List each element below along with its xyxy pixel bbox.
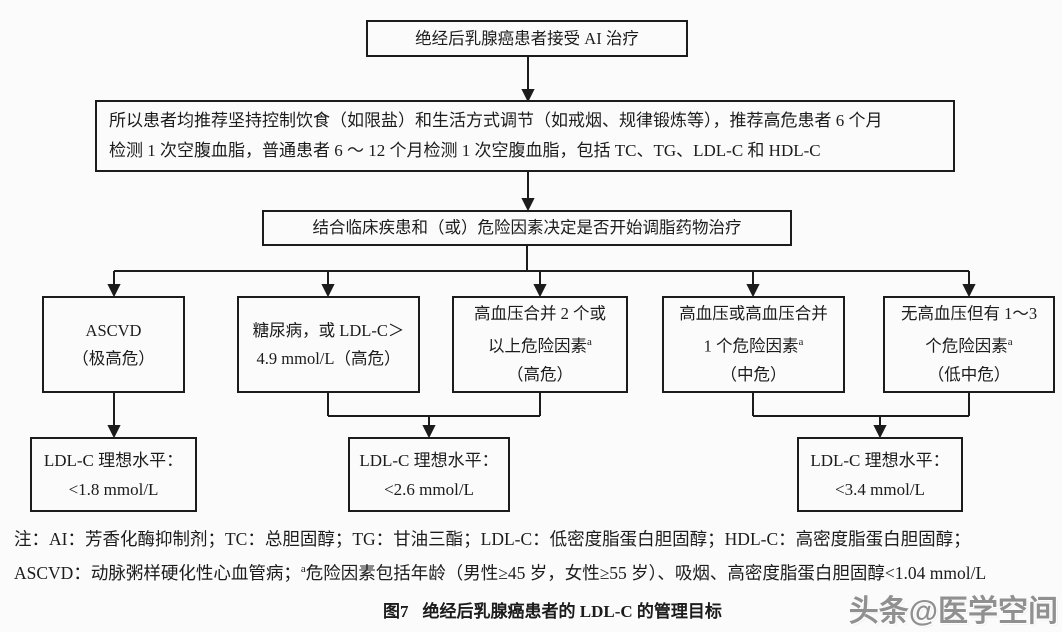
node-text-line3: （中危）	[720, 364, 787, 384]
node-text-line2: 4.9 mmol/L（高危）	[256, 348, 401, 368]
node-text-line2: 个危险因素a	[925, 328, 1012, 361]
node-text-line1: LDL-C 理想水平：	[810, 450, 950, 470]
node-text-line2-main: 1 个危险因素	[703, 336, 799, 356]
node-ai-treatment: 绝经后乳腺癌患者接受 AI 治疗	[366, 20, 688, 57]
node-text: 绝经后乳腺癌患者接受 AI 治疗	[415, 28, 639, 48]
figure-caption: 图7 绝经后乳腺癌患者的 LDL-C 的管理目标	[383, 597, 722, 622]
node-risk-ascvd: ASCVD （极高危）	[42, 296, 185, 393]
watermark: 头条@医学空间	[848, 595, 1058, 628]
arrow-ascvd-to-target	[107, 393, 121, 439]
footnote-marker: a	[1007, 336, 1013, 349]
node-decision: 结合临床疾患和（或）危险因素决定是否开始调脂药物治疗	[262, 210, 792, 246]
note-line2-pre: ASCVD：动脉粥样硬化性心血管病；	[14, 562, 301, 583]
caption-label: 图7	[383, 602, 409, 621]
node-text-line2-main: 以上危险因素	[488, 336, 588, 356]
node-target-2-6: LDL-C 理想水平： <2.6 mmol/L	[348, 437, 510, 512]
arrow-top-to-recommend	[521, 57, 535, 103]
node-text-line2: <3.4 mmol/L	[835, 479, 925, 499]
node-text-line2: <1.8 mmol/L	[68, 479, 159, 499]
node-text-line2: 1 个危险因素a	[704, 328, 804, 361]
node-risk-diabetes: 糖尿病，或 LDL-C＞ 4.9 mmol/L（高危）	[237, 296, 420, 393]
node-lifestyle-recommendation: 所以患者均推荐坚持控制饮食（如限盐）和生活方式调节（如戒烟、规律锻炼等），推荐高…	[95, 100, 955, 172]
node-risk-no-hypertension: 无高血压但有 1～3 个危险因素a （低中危）	[883, 296, 1055, 393]
node-text: 结合临床疾患和（或）危险因素决定是否开始调脂药物治疗	[312, 218, 742, 237]
node-text-line1: 糖尿病，或 LDL-C＞	[252, 320, 405, 340]
node-text-line2: 以上危险因素a	[488, 328, 592, 361]
footnote-marker: a	[798, 336, 804, 349]
branch-decision-to-risk	[107, 246, 976, 298]
node-text-line2: 检测 1 次空腹血脂，普通患者 6 ～ 12 个月检测 1 次空腹血脂，包括 T…	[109, 141, 821, 160]
merge-to-target-2-6	[327, 393, 541, 439]
figure-note: 注：AI：芳香化酶抑制剂；TC：总胆固醇；TG：甘油三酯；LDL-C：低密度脂蛋…	[14, 524, 1058, 588]
node-text-line1: 所以患者均推荐坚持控制饮食（如限盐）和生活方式调节（如戒烟、规律锻炼等），推荐高…	[109, 111, 883, 130]
node-target-1-8: LDL-C 理想水平： <1.8 mmol/L	[30, 437, 197, 512]
node-text-line1: 高血压或高血压合并	[679, 304, 828, 324]
caption-text: 绝经后乳腺癌患者的 LDL-C 的管理目标	[422, 602, 722, 621]
note-line1: 注：AI：芳香化酶抑制剂；TC：总胆固醇；TG：甘油三酯；LDL-C：低密度脂蛋…	[14, 529, 971, 549]
arrow-recommend-to-decision	[521, 172, 535, 212]
node-text-line1: LDL-C 理想水平：	[43, 450, 184, 470]
note-line2-post: 危险因素包括年龄（男性≥45 岁，女性≥55 岁）、吸烟、高密度脂蛋白胆固醇<1…	[305, 562, 987, 583]
node-text-line2: （极高危）	[72, 348, 155, 368]
footnote-marker: a	[587, 336, 592, 349]
node-text-line3: （高危）	[507, 364, 573, 384]
node-text-line2: <2.6 mmol/L	[384, 479, 474, 499]
node-risk-hypertension-2plus: 高血压合并 2 个或 以上危险因素a （高危）	[452, 296, 628, 393]
node-text-line3: （低中危）	[927, 364, 1011, 384]
node-text-line1: 高血压合并 2 个或	[474, 304, 606, 324]
note-line2: ASCVD：动脉粥样硬化性心血管病；a危险因素包括年龄（男性≥45 岁，女性≥5…	[14, 554, 1058, 588]
node-text-line1: 无高血压但有 1～3	[900, 304, 1038, 324]
node-text-line1: ASCVD	[85, 320, 142, 340]
node-target-3-4: LDL-C 理想水平： <3.4 mmol/L	[797, 437, 963, 512]
node-text-line1: LDL-C 理想水平：	[359, 450, 499, 470]
node-risk-hypertension-1: 高血压或高血压合并 1 个危险因素a （中危）	[662, 296, 845, 393]
node-text-line2-main: 个危险因素	[925, 336, 1008, 356]
merge-to-target-3-4	[752, 393, 970, 439]
footnote-marker: a	[300, 563, 306, 575]
